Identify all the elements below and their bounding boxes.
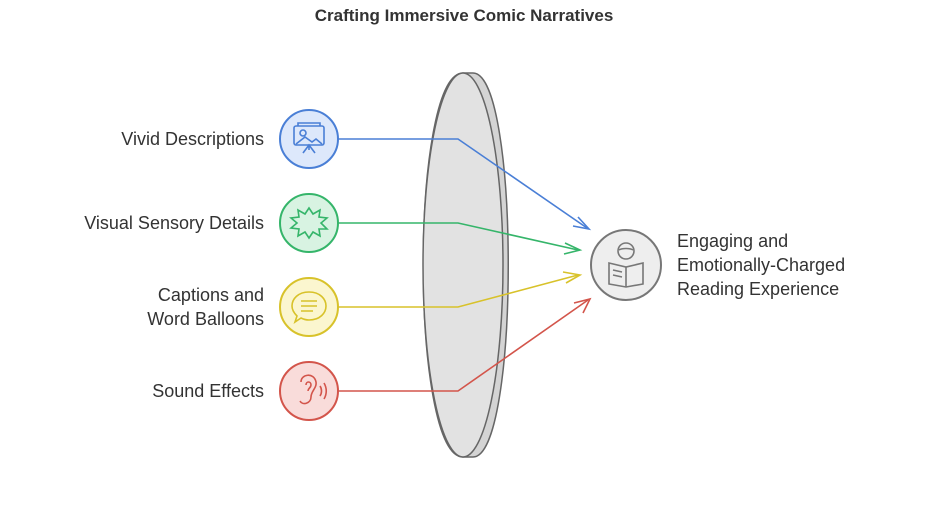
label-captions: Captions and Word Balloons bbox=[147, 283, 264, 331]
label-line: Visual Sensory Details bbox=[84, 213, 264, 233]
label-line: Vivid Descriptions bbox=[121, 129, 264, 149]
burst-icon bbox=[289, 206, 329, 240]
visual-node bbox=[279, 193, 339, 253]
output-node bbox=[590, 229, 662, 301]
sound-node bbox=[279, 361, 339, 421]
label-sound-effects: Sound Effects bbox=[152, 379, 264, 403]
connector-sound bbox=[338, 297, 592, 392]
captions-node bbox=[279, 277, 339, 337]
output-line: Reading Experience bbox=[677, 279, 840, 299]
label-visual-sensory: Visual Sensory Details bbox=[84, 211, 264, 235]
ear-sound-icon bbox=[299, 374, 328, 405]
output-line: Engaging and bbox=[677, 231, 789, 251]
presentation-easel-icon bbox=[293, 122, 325, 154]
label-line: Sound Effects bbox=[152, 381, 264, 401]
vivid-node bbox=[279, 109, 339, 169]
connector-visual bbox=[338, 222, 583, 255]
label-vivid-descriptions: Vivid Descriptions bbox=[121, 127, 264, 151]
diagram-title: Crafting Immersive Comic Narratives bbox=[314, 6, 614, 25]
lens-shape bbox=[422, 72, 509, 458]
output-label: Engaging and Emotionally-Charged Reading… bbox=[677, 229, 845, 301]
speech-bubble-icon bbox=[291, 291, 327, 324]
person-reading-icon bbox=[608, 242, 644, 288]
connector-vivid bbox=[338, 138, 592, 231]
output-line: Emotionally-Charged bbox=[677, 255, 846, 275]
label-line: Captions and bbox=[157, 285, 264, 305]
label-line: Word Balloons bbox=[147, 309, 264, 329]
connector-captions bbox=[338, 271, 583, 308]
